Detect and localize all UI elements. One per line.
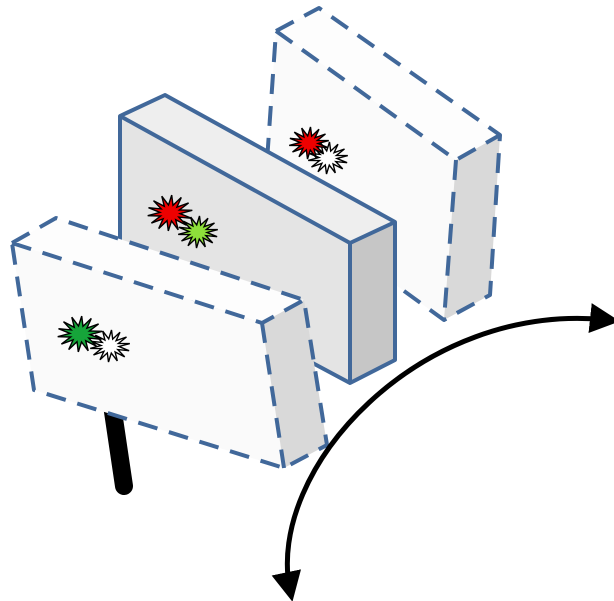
back-ghost-outline (263, 6, 502, 322)
red-burst-icon (289, 126, 329, 160)
solid-top (120, 95, 395, 243)
green-burst-icon (57, 315, 103, 353)
back-ghost-side (444, 135, 500, 320)
rotation-arrow-icon (271, 303, 614, 601)
bursts-layer (57, 126, 348, 363)
solid-side (350, 222, 395, 383)
front-ghost-top (12, 218, 304, 323)
red-burst-icon (147, 194, 193, 232)
front-ghost-front (12, 243, 284, 468)
support-post (103, 396, 133, 495)
back-ghost-top (276, 8, 500, 160)
lime-burst-icon (178, 215, 218, 249)
back-ghost-front (265, 31, 456, 320)
back-ghost-panel (263, 6, 502, 322)
